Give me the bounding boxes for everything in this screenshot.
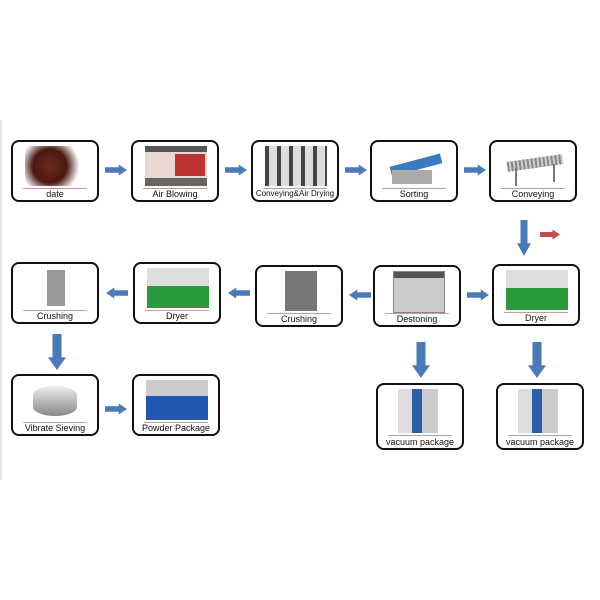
- destoning-machine-image: [393, 271, 445, 313]
- sorting-machine-image: [384, 146, 446, 186]
- arrow-left-icon: [106, 287, 128, 299]
- crusher-image: [285, 271, 317, 311]
- arrow-down-icon: [517, 220, 531, 256]
- step-label: Crushing: [280, 314, 318, 324]
- sieve-image: [25, 380, 87, 420]
- step-label: Dryer: [166, 311, 188, 321]
- step-powder-package: Powder Package: [132, 374, 220, 436]
- step-dryer-1: Dryer: [492, 264, 580, 326]
- step-label: vacuum package: [385, 437, 455, 447]
- arrow-right-icon: [345, 164, 367, 176]
- step-date: date: [11, 140, 99, 202]
- conveyor-image: [503, 146, 565, 186]
- step-vacuum-package-2: vacuum package: [496, 383, 584, 450]
- step-conveying-air-drying: Conveying&Air Drying: [251, 140, 339, 202]
- step-vacuum-package-1: vacuum package: [376, 383, 464, 450]
- step-label: Vibrate Sieving: [24, 423, 86, 433]
- step-label: Crushing: [36, 311, 74, 321]
- step-label: Destoning: [396, 314, 438, 324]
- red-arrow-right-icon: [540, 229, 560, 240]
- step-vibrate-sieving: Vibrate Sieving: [11, 374, 99, 436]
- arrow-right-icon: [105, 403, 127, 415]
- dates-image: [25, 146, 87, 186]
- arrow-right-icon: [464, 164, 486, 176]
- step-sorting: Sorting: [370, 140, 458, 202]
- step-air-blowing: Air Blowing: [131, 140, 219, 202]
- step-label: Powder Package: [141, 423, 211, 433]
- arrow-down-icon: [528, 342, 546, 378]
- arrow-right-icon: [105, 164, 127, 176]
- step-label: Dryer: [525, 313, 547, 323]
- step-label: Conveying: [511, 189, 555, 199]
- step-dryer-2: Dryer: [133, 262, 221, 324]
- step-label: Conveying&Air Drying: [255, 189, 335, 198]
- dryer-image: [147, 268, 209, 308]
- arrow-left-icon: [349, 289, 371, 301]
- air-blowing-image: [145, 146, 207, 186]
- step-label: vacuum package: [505, 437, 575, 447]
- step-label: Air Blowing: [152, 189, 198, 199]
- vacuum-packer-image: [398, 389, 438, 433]
- step-conveying: Conveying: [489, 140, 577, 202]
- step-crushing-powder: Crushing: [11, 262, 99, 324]
- step-label: date: [46, 189, 64, 199]
- arrow-left-icon: [228, 287, 250, 299]
- step-label: Sorting: [399, 189, 429, 199]
- step-crushing: Crushing: [255, 265, 343, 327]
- arrow-right-icon: [225, 164, 247, 176]
- vacuum-packer-image: [518, 389, 558, 433]
- arrow-down-icon: [412, 342, 430, 378]
- air-drying-image: [265, 146, 327, 186]
- dryer-image: [506, 270, 568, 310]
- arrow-left-icon: [467, 289, 489, 301]
- crusher-image: [25, 268, 87, 308]
- powder-packaging-image: [146, 380, 208, 420]
- arrow-down-icon: [48, 334, 66, 370]
- step-destoning: Destoning: [373, 265, 461, 327]
